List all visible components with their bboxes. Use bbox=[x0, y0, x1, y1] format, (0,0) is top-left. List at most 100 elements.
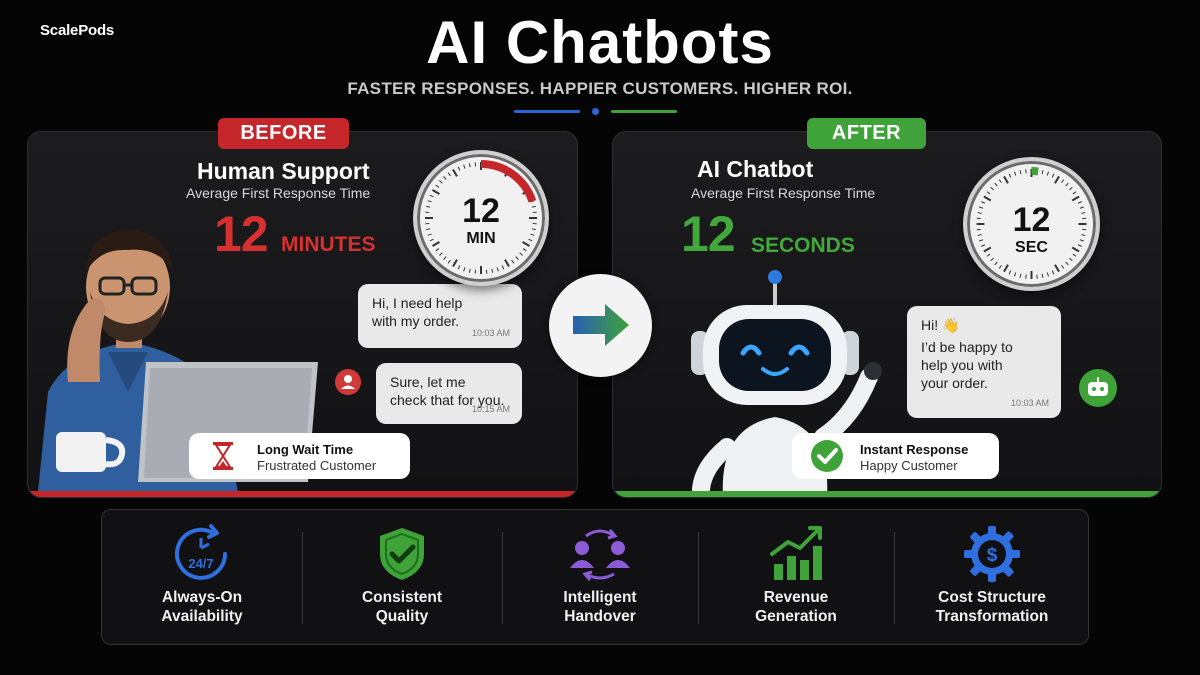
stopwatch-tick bbox=[1051, 270, 1055, 275]
stopwatch-tick bbox=[530, 200, 535, 203]
stopwatch-number: 12 bbox=[1012, 201, 1051, 239]
stopwatch-tick bbox=[998, 264, 1002, 269]
stopwatch-tick bbox=[1003, 175, 1009, 184]
chat-line: help you with bbox=[921, 357, 1003, 373]
clock-247-text: 24/7 bbox=[188, 556, 213, 571]
stopwatch-tick bbox=[977, 212, 982, 214]
stopwatch-tick bbox=[463, 267, 466, 272]
badge-subtitle: Happy Customer bbox=[860, 458, 958, 473]
after-title: AI Chatbot bbox=[697, 156, 814, 182]
checkmark-icon bbox=[811, 440, 843, 472]
stopwatch-tick bbox=[522, 241, 530, 247]
divider-dot bbox=[592, 108, 599, 115]
after-tag: AFTER bbox=[807, 118, 926, 149]
agent-avatar-icon bbox=[335, 369, 361, 395]
feature-consistent-quality: Consistent Quality bbox=[302, 510, 502, 646]
stopwatch-tick bbox=[1079, 239, 1084, 242]
people-exchange-icon bbox=[570, 529, 630, 581]
bot-avatar-icon bbox=[1079, 369, 1117, 407]
stopwatch-tick bbox=[427, 233, 432, 236]
stopwatch-tick bbox=[1014, 171, 1017, 176]
stopwatch-tick bbox=[519, 252, 523, 256]
feature-label: Handover bbox=[564, 608, 636, 625]
feature-label: Consistent bbox=[361, 589, 443, 606]
stopwatch-tick bbox=[1041, 170, 1044, 175]
stopwatch-tick bbox=[1014, 272, 1017, 277]
stopwatch-tick bbox=[504, 259, 510, 267]
stopwatch-tick bbox=[1041, 273, 1044, 278]
stopwatch-progress-arc bbox=[425, 160, 537, 274]
before-desc: Average First Response Time bbox=[186, 185, 371, 201]
chat-line: Sure, let me bbox=[390, 374, 466, 390]
feature-always-on: 24/7 Always-On Availability bbox=[102, 510, 302, 646]
stopwatch-tick bbox=[439, 252, 443, 256]
stopwatch-number: 12 bbox=[462, 192, 500, 230]
stopwatch-tick bbox=[1072, 191, 1077, 195]
arrow-right-icon bbox=[573, 304, 629, 346]
stopwatch-tick bbox=[998, 179, 1002, 184]
after-unit: SECONDS bbox=[751, 234, 855, 257]
stopwatch-tick bbox=[1061, 179, 1065, 184]
clock-24-7-icon: 24/7 bbox=[175, 524, 227, 580]
feature-label: Intelligent bbox=[563, 589, 637, 606]
stopwatch-tick bbox=[983, 246, 992, 253]
chat-line: Hi, I need help bbox=[372, 295, 463, 311]
feature-revenue-generation: Revenue Generation bbox=[698, 510, 894, 646]
stopwatch-tick bbox=[1069, 186, 1073, 191]
before-number: 12 bbox=[214, 206, 269, 262]
divider-green bbox=[611, 110, 677, 113]
stopwatch-tick bbox=[986, 191, 991, 195]
before-tag: BEFORE bbox=[218, 118, 349, 149]
feature-label: Always-On bbox=[161, 589, 243, 606]
after-status-badge: Instant Response Happy Customer bbox=[792, 433, 999, 479]
chat-bubble-customer: Hi, I need help with my order. 10:03 AM bbox=[358, 284, 522, 348]
before-bottom-bar bbox=[28, 491, 577, 497]
feature-divider bbox=[502, 532, 503, 624]
stopwatch-tick bbox=[1072, 253, 1077, 257]
hourglass-icon bbox=[213, 442, 233, 470]
stopwatch-tick bbox=[994, 261, 998, 266]
stopwatch-tick bbox=[1003, 264, 1009, 273]
stopwatch-tick bbox=[531, 205, 536, 208]
stopwatch-tick bbox=[983, 195, 992, 202]
stopwatch-tick bbox=[1019, 170, 1022, 175]
stopwatch-tick bbox=[1065, 182, 1069, 187]
before-stopwatch: 12 MIN bbox=[413, 150, 549, 286]
bar-chart-growth-icon bbox=[770, 526, 822, 580]
chat-time: 10:15 AM bbox=[471, 404, 510, 414]
stopwatch-tick bbox=[496, 267, 499, 272]
stopwatch-tick bbox=[1046, 272, 1049, 277]
stopwatch-tick bbox=[528, 238, 533, 242]
chat-line: check that for you. bbox=[390, 392, 505, 408]
features-bar: 24/7 Always-On Availability Consistent Q… bbox=[101, 509, 1089, 645]
after-panel: AI Chatbot Average First Response Time 1… bbox=[612, 131, 1162, 498]
chat-bubble-agent: Sure, let me check that for you. 10:15 A… bbox=[376, 363, 522, 424]
stopwatch-tick bbox=[1077, 201, 1082, 204]
badge-subtitle: Frustrated Customer bbox=[257, 458, 377, 473]
stopwatch-tick bbox=[1071, 195, 1080, 202]
stopwatch-tick bbox=[439, 180, 443, 184]
chat-line: your order. bbox=[921, 375, 988, 391]
stopwatch-tick bbox=[990, 257, 994, 262]
stopwatch-tick bbox=[1054, 264, 1060, 273]
stopwatch-tick bbox=[443, 256, 447, 260]
stopwatch-tick bbox=[443, 176, 447, 180]
after-number: 12 bbox=[681, 206, 736, 262]
before-unit: MINUTES bbox=[281, 233, 376, 256]
page-title: AI Chatbots bbox=[426, 9, 774, 76]
before-panel: Human Support Average First Response Tim… bbox=[27, 131, 578, 498]
stopwatch-tick bbox=[435, 184, 440, 188]
stopwatch-tick bbox=[435, 248, 440, 252]
feature-label: Availability bbox=[161, 608, 243, 625]
stopwatch-unit: MIN bbox=[466, 230, 496, 247]
stopwatch-tick bbox=[452, 169, 458, 177]
after-desc: Average First Response Time bbox=[691, 185, 876, 201]
stopwatch-tick bbox=[432, 241, 440, 247]
stopwatch-tick bbox=[457, 166, 461, 171]
svg-text:$: $ bbox=[987, 545, 998, 566]
badge-title: Instant Response bbox=[860, 442, 969, 457]
stopwatch-tick bbox=[468, 163, 471, 168]
stopwatch-tick bbox=[990, 186, 994, 191]
before-status-badge: Long Wait Time Frustrated Customer bbox=[189, 433, 410, 479]
stopwatch-tick bbox=[457, 265, 461, 270]
